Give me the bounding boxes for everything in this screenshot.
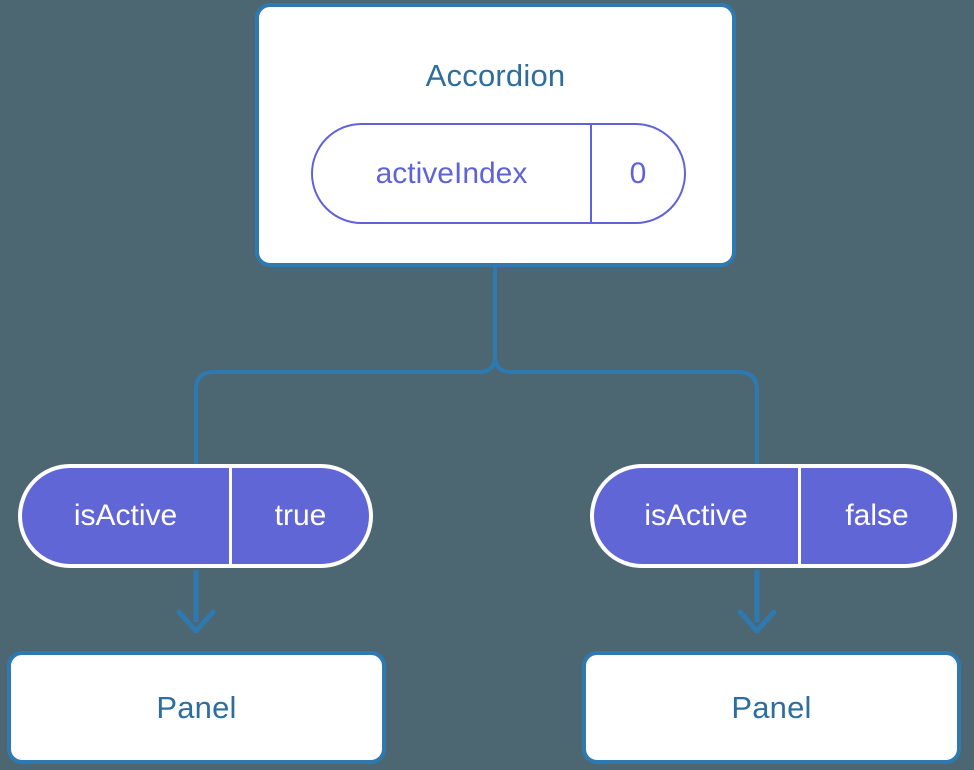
panel-right-title: Panel xyxy=(731,690,812,725)
state-value-label: false xyxy=(845,499,909,532)
connector-branch-left xyxy=(194,370,479,472)
connector-branch-right xyxy=(511,370,759,472)
state-key-label: isActive xyxy=(22,468,232,564)
prop-key-label: activeIndex xyxy=(313,125,592,222)
accordion-title: Accordion xyxy=(425,58,566,93)
state-key-label: isActive xyxy=(594,468,801,564)
node-accordion[interactable]: Accordion activeIndex 0 xyxy=(255,3,736,267)
prop-pill-active-index[interactable]: activeIndex 0 xyxy=(311,123,686,224)
node-panel-right[interactable]: Panel xyxy=(582,651,961,764)
connector-trunk-mirror xyxy=(478,355,497,374)
arrow-left-head xyxy=(176,609,216,634)
prop-value-label: 0 xyxy=(629,156,647,190)
panel-left-title: Panel xyxy=(156,690,237,725)
state-value-label: true xyxy=(274,499,327,532)
state-pill-left-is-active[interactable]: isActive true xyxy=(18,464,373,568)
arrow-right-head xyxy=(737,609,777,634)
state-pill-right-is-active[interactable]: isActive false xyxy=(590,464,957,568)
connector-trunk xyxy=(493,266,512,374)
node-panel-left[interactable]: Panel xyxy=(7,651,386,764)
